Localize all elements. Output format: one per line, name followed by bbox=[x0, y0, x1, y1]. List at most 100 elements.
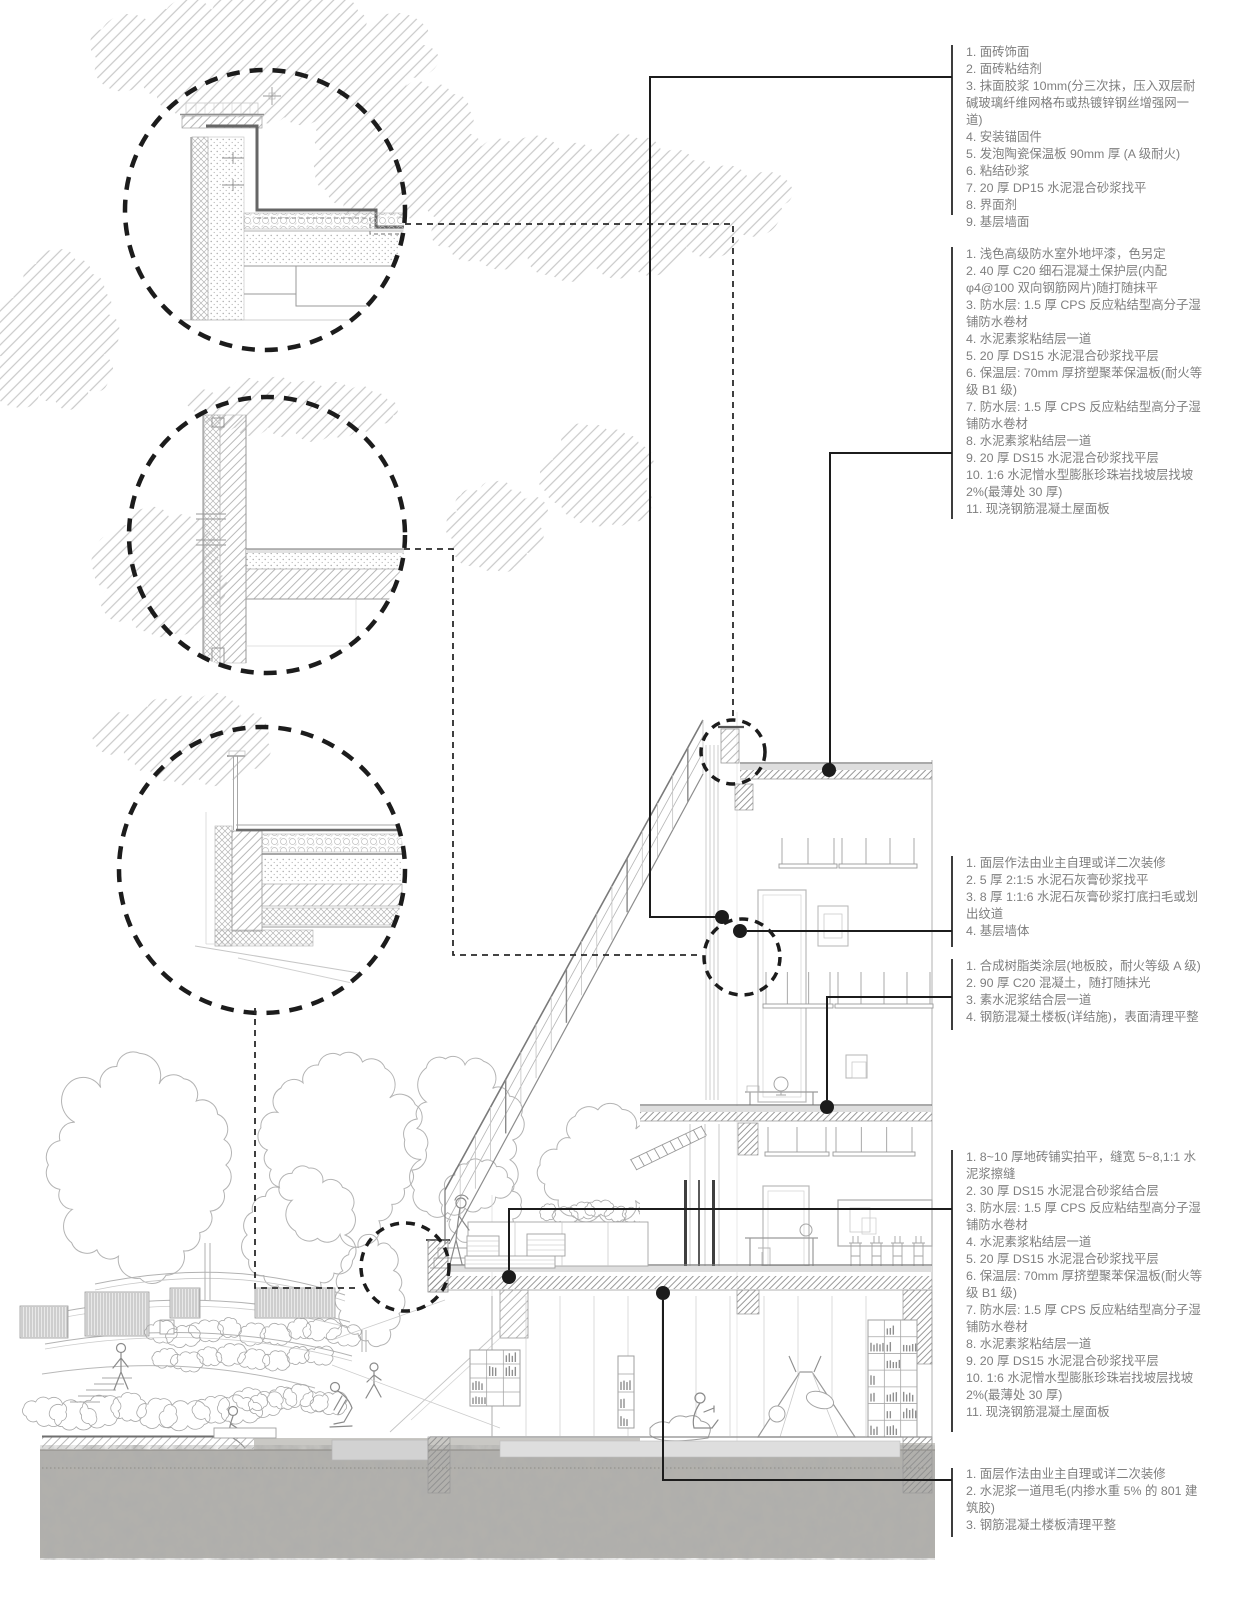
leader-dots bbox=[502, 763, 836, 1300]
hatch-cloud bbox=[538, 423, 654, 527]
note-item: 9. 20 厚 DS15 水泥混合砂浆找平层 bbox=[966, 1354, 1159, 1368]
shrub bbox=[158, 1400, 211, 1432]
note-item: 4. 安装锚固件 bbox=[966, 130, 1042, 144]
note-item: 10. 1:6 水泥憎水型膨胀珍珠岩找坡层找坡 2%(最薄处 30 厚) bbox=[966, 468, 1194, 499]
note-item: 6. 保温层: 70mm 厚挤塑聚苯保温板(耐火等级 B1 级) bbox=[966, 366, 1203, 397]
tree-canopy bbox=[536, 1102, 679, 1225]
note-item: 2. 水泥浆一道甩毛(内掺水重 5% 的 801 建筑胶) bbox=[966, 1484, 1198, 1515]
terrace-person bbox=[449, 1194, 470, 1265]
detail-terrace-edge bbox=[116, 724, 408, 1016]
shrub bbox=[584, 1199, 615, 1218]
pendant-light bbox=[764, 1127, 830, 1157]
note-item: 10. 1:6 水泥憎水型膨胀珍珠岩找坡层找坡 2%(最薄处 30 厚) bbox=[966, 1371, 1194, 1402]
tree-canopy bbox=[257, 1051, 429, 1248]
note-item: 4. 水泥素浆粘结层一道 bbox=[966, 1235, 1092, 1249]
shrub bbox=[309, 1391, 348, 1416]
tree-canopy bbox=[241, 1165, 357, 1300]
detail-circle-2 bbox=[126, 394, 408, 676]
shrub bbox=[286, 1317, 312, 1340]
stools bbox=[849, 1236, 925, 1266]
note-item: 4. 钢筋混凝土楼板(详结施)，表面清理平整 bbox=[966, 1010, 1199, 1024]
shrub bbox=[262, 1350, 291, 1372]
shrub bbox=[259, 1322, 292, 1346]
hatch-cloud bbox=[90, 506, 228, 638]
hatch-cloud bbox=[91, 692, 271, 787]
note-item: 2. 5 厚 2:1:5 水泥石灰膏砂浆找平 bbox=[966, 873, 1149, 887]
pendant-light bbox=[832, 1127, 916, 1157]
note-item: 6. 保温层: 70mm 厚挤塑聚苯保温板(耐火等级 B1 级) bbox=[966, 1269, 1203, 1300]
shrub bbox=[286, 1346, 310, 1365]
shrub bbox=[79, 1394, 122, 1429]
note-item: 9. 基层墙面 bbox=[966, 215, 1030, 229]
shrub bbox=[238, 1322, 267, 1347]
hatch-cloud-texture bbox=[0, 0, 793, 787]
shrub bbox=[304, 1345, 334, 1366]
landscape-garden bbox=[19, 1243, 468, 1403]
shrub bbox=[169, 1351, 204, 1373]
tree-canopy bbox=[403, 1055, 525, 1218]
tree-canopy bbox=[334, 1233, 406, 1348]
leader-roof bbox=[829, 452, 952, 765]
hatch-cloud bbox=[445, 480, 549, 573]
shrub bbox=[217, 1317, 242, 1338]
notes-interior-wall-finish: 1. 面层作法由业主自理或详二次装修 2. 5 厚 2:1:5 水泥石灰膏砂浆找平… bbox=[966, 855, 1203, 940]
note-item: 1. 面层作法由业主自理或详二次装修 bbox=[966, 1467, 1166, 1481]
note-item: 7. 20 厚 DP15 水泥混合砂浆找平 bbox=[966, 181, 1147, 195]
note-item: 5. 20 厚 DS15 水泥混合砂浆找平层 bbox=[966, 349, 1159, 363]
shrub bbox=[191, 1395, 230, 1424]
note-item: 3. 防水层: 1.5 厚 CPS 反应粘结型高分子湿铺防水卷材 bbox=[966, 1201, 1201, 1232]
pendant-lights bbox=[762, 838, 934, 1157]
shrub bbox=[151, 1347, 179, 1369]
pendant-light bbox=[834, 972, 934, 1009]
callout-parapet bbox=[699, 718, 767, 786]
note-item: 4. 基层墙体 bbox=[966, 924, 1030, 938]
note-item: 1. 合成树脂类涂层(地板胶，耐火等级 A 级) bbox=[966, 959, 1201, 973]
shrub bbox=[215, 1343, 247, 1367]
tree-canopy bbox=[45, 1051, 232, 1284]
note-item: 3. 8 厚 1:1:6 水泥石灰膏砂浆打底扫毛或划出纹道 bbox=[966, 890, 1199, 921]
fence-panel bbox=[19, 1305, 69, 1339]
note-item: 1. 面层作法由业主自理或详二次装修 bbox=[966, 856, 1166, 870]
detail-reference-connectors bbox=[254, 223, 734, 1289]
fence-panel bbox=[84, 1291, 150, 1337]
shrub bbox=[325, 1324, 362, 1347]
ground-floor-interior bbox=[430, 1296, 932, 1442]
pendant-light bbox=[838, 838, 918, 869]
shrub bbox=[22, 1396, 67, 1427]
bookshelf bbox=[867, 1319, 918, 1438]
note-item: 5. 发泡陶瓷保温板 90mm 厚 (A 级耐火) bbox=[966, 147, 1181, 161]
bookshelf bbox=[469, 1349, 521, 1407]
note-item: 7. 防水层: 1.5 厚 CPS 反应粘结型高分子湿铺防水卷材 bbox=[966, 400, 1201, 431]
note-item: 7. 防水层: 1.5 厚 CPS 反应粘结型高分子湿铺防水卷材 bbox=[966, 1303, 1201, 1334]
detail-wall-floor-junction bbox=[126, 394, 408, 676]
notes-floor-finish: 1. 合成树脂类涂层(地板胶，耐火等级 A 级) 2. 90 厚 C20 混凝土，… bbox=[966, 958, 1203, 1026]
note-item: 9. 20 厚 DS15 水泥混合砂浆找平层 bbox=[966, 451, 1159, 465]
callout-wall-junction bbox=[702, 917, 782, 997]
note-item: 8. 水泥素浆粘结层一道 bbox=[966, 434, 1092, 448]
shrub bbox=[539, 1203, 557, 1222]
note-item: 2. 面砖粘结剂 bbox=[966, 62, 1042, 76]
shrub bbox=[136, 1397, 178, 1429]
shrub bbox=[302, 1318, 342, 1342]
terrace-planters bbox=[464, 1221, 649, 1269]
fence-panel bbox=[169, 1287, 201, 1319]
note-item: 1. 浅色高级防水室外地坪漆，色另定 bbox=[966, 247, 1166, 261]
leader-ceiling bbox=[662, 1300, 952, 1481]
leader-terrace bbox=[508, 1208, 952, 1270]
hatch-cloud bbox=[417, 133, 793, 282]
detail-circle-3 bbox=[116, 724, 408, 1016]
reading-person bbox=[692, 1392, 719, 1429]
note-item: 11. 现浇钢筋混凝土屋面板 bbox=[966, 1405, 1110, 1419]
upper-floor-interior bbox=[745, 889, 868, 1105]
note-item: 3. 防水层: 1.5 厚 CPS 反应粘结型高分子湿铺防水卷材 bbox=[966, 298, 1201, 329]
note-item: 2. 30 厚 DS15 水泥混合砂浆结合层 bbox=[966, 1184, 1159, 1198]
note-item: 4. 水泥素浆粘结层一道 bbox=[966, 332, 1092, 346]
detail-circle-1 bbox=[122, 67, 408, 353]
shrub bbox=[569, 1201, 596, 1220]
note-item: 2. 90 厚 C20 混凝土，随打随抹光 bbox=[966, 976, 1151, 990]
shrub bbox=[217, 1394, 263, 1425]
